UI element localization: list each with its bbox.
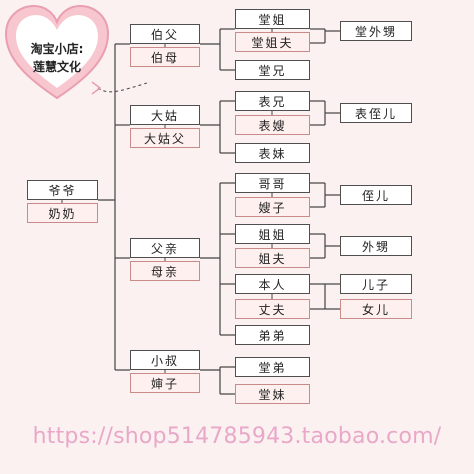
node-nephew: 侄儿 [340,185,412,205]
node-paternal-uncle-wife: 伯母 [130,47,200,67]
node-uncle-son: 堂兄 [235,60,310,80]
shop-name-label: 淘宝小店: [30,42,84,56]
node-aunt-daughter: 表妹 [235,143,310,163]
node-cousin-child: 堂外甥 [340,21,412,41]
node-husband: 丈夫 [235,299,310,319]
node-younger-uncle: 小叔 [130,350,200,370]
node-younger-brother: 弟弟 [235,325,310,345]
node-aunt-son: 表兄 [235,91,310,111]
node-son: 儿子 [340,274,412,294]
node-sister-husband: 姐夫 [235,248,310,268]
shop-badge: 淘宝小店: 莲慧文化 [2,2,112,104]
node-grandfather: 爷爷 [27,180,98,200]
shop-url[interactable]: https://shop514785943.taobao.com/ [32,424,442,449]
node-elder-brother: 哥哥 [235,173,310,193]
node-aunt-husband: 大姑父 [130,128,200,148]
node-younger-uncle-wife: 婶子 [130,373,200,393]
node-paternal-uncle: 伯父 [130,24,200,44]
node-aunt-grandchild: 表侄儿 [340,103,412,123]
node-daughter: 女儿 [340,299,412,319]
heart-icon [4,4,110,100]
node-aunt: 大姑 [130,105,200,125]
node-elder-sister: 姐姐 [235,224,310,244]
node-grandmother: 奶奶 [27,203,98,223]
node-uncle-daughter-husband: 堂姐夫 [235,32,310,52]
node-younger-uncle-daughter: 堂妹 [235,384,310,404]
node-sister-in-law: 嫂子 [235,197,310,217]
shop-brand-label: 莲慧文化 [32,60,81,74]
node-aunt-son-wife: 表嫂 [235,115,310,135]
node-self: 本人 [235,274,310,294]
node-uncle-daughter: 堂姐 [235,9,310,29]
node-mother: 母亲 [130,261,200,281]
node-younger-uncle-son: 堂弟 [235,357,310,377]
node-sister-son: 外甥 [340,236,412,256]
node-father: 父亲 [130,238,200,258]
